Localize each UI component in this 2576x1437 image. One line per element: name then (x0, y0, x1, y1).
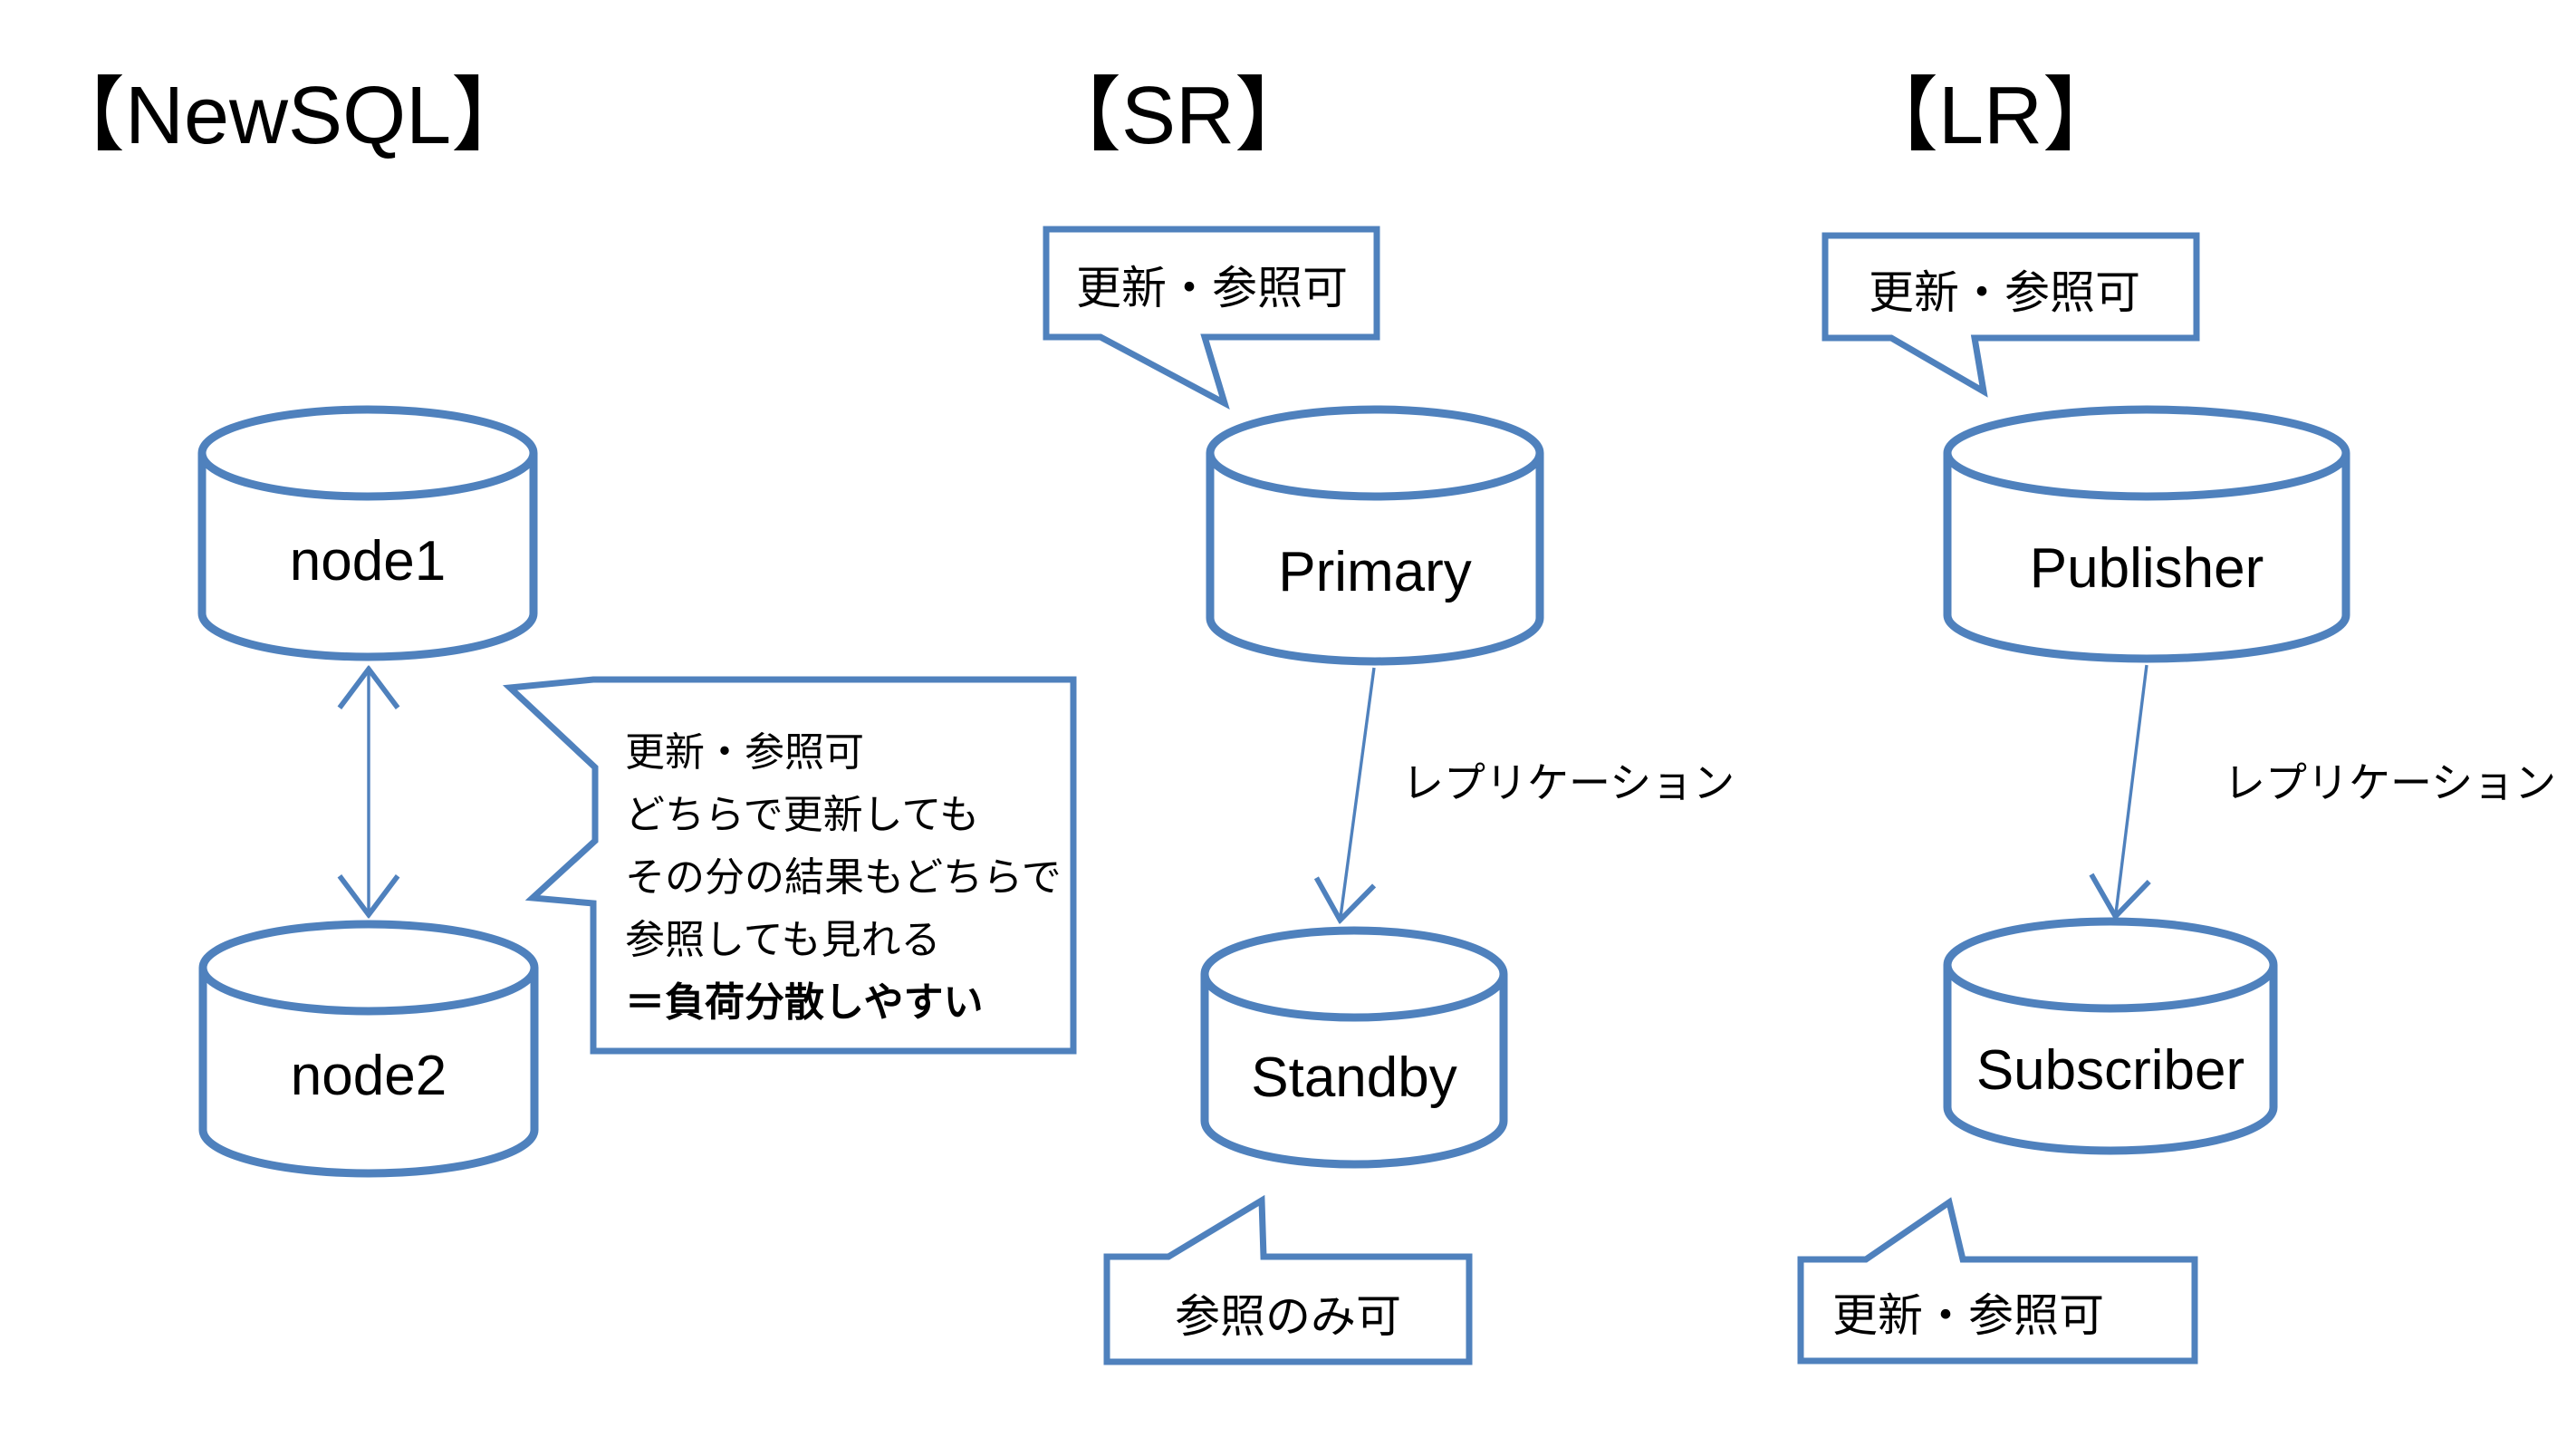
lr-section: 【LR】 更新・参照可 Publisher レプリケーション Subscribe… (1797, 71, 2556, 1365)
newsql-callout-line: どちらで更新しても (625, 793, 979, 837)
lr-top-callout: 更新・参照可 (1821, 232, 2200, 398)
standby-cylinder-body (1200, 974, 1508, 1169)
newsql-callout: 更新・参照可 どちらで更新しても その分の結果もどちらで 参照しても見れる ＝負… (502, 676, 1077, 1055)
primary-cylinder-body (1206, 453, 1544, 666)
sr-top-callout: 更新・参照可 (1043, 226, 1380, 410)
sr-replication-arrow (1341, 667, 1374, 917)
publisher-label: Publisher (2030, 537, 2264, 600)
primary-label: Primary (1278, 541, 1472, 603)
sr-bottom-callout-label: 参照のみ可 (1175, 1291, 1401, 1342)
subscriber-cylinder: Subscriber (1943, 917, 2278, 1155)
publisher-cylinder-top (1943, 405, 2350, 501)
newsql-title: 【NewSQL】 (43, 71, 533, 161)
lr-top-callout-label: 更新・参照可 (1869, 267, 2140, 318)
newsql-callout-line: その分の結果もどちらで (625, 855, 1062, 900)
lr-replication-arrow (2116, 664, 2147, 913)
sr-top-callout-label: 更新・参照可 (1076, 263, 1348, 313)
node1-label: node1 (290, 530, 446, 593)
node1-cylinder: node1 (197, 405, 538, 661)
lr-bottom-callout-label: 更新・参照可 (1832, 1290, 2104, 1341)
subscriber-label: Subscriber (1976, 1039, 2244, 1102)
sr-replication-label: レプリケーション (1402, 759, 1735, 806)
sr-top-callout-shape (1043, 226, 1380, 410)
primary-cylinder-top (1206, 405, 1544, 501)
sr-bottom-callout-shape (1103, 1194, 1473, 1365)
newsql-callout-shape (502, 676, 1077, 1055)
node2-label: node2 (291, 1045, 447, 1107)
sr-bottom-callout: 参照のみ可 (1103, 1194, 1473, 1365)
standby-cylinder: Standby (1200, 926, 1508, 1169)
node2-cylinder: node2 (198, 920, 539, 1178)
lr-replication-label: レプリケーション (2224, 759, 2556, 806)
subscriber-cylinder-top (1943, 917, 2278, 1013)
newsql-callout-line-emphasis: ＝負荷分散しやすい (625, 980, 984, 1025)
publisher-cylinder: Publisher (1943, 405, 2350, 663)
sr-section: 【SR】 更新・参照可 Primary レプリケーション Standby 参照の… (1040, 71, 1735, 1365)
newsql-callout-line: 参照しても見れる (625, 918, 940, 962)
publisher-cylinder-body (1943, 453, 2350, 663)
lr-title: 【LR】 (1857, 71, 2124, 161)
lr-bottom-callout-shape (1797, 1197, 2198, 1365)
newsql-callout-line: 更新・参照可 (625, 730, 864, 775)
lr-bottom-callout: 更新・参照可 (1797, 1197, 2198, 1365)
primary-cylinder: Primary (1206, 405, 1544, 666)
subscriber-cylinder-body (1943, 965, 2278, 1155)
standby-cylinder-top (1200, 926, 1508, 1022)
node2-cylinder-body (198, 968, 539, 1178)
node1-cylinder-top (197, 405, 538, 501)
standby-label: Standby (1251, 1046, 1457, 1109)
lr-top-callout-shape (1821, 232, 2200, 398)
newsql-section: 【NewSQL】 node1 node2 更新・参照可 どちらで更新しても その… (43, 71, 1077, 1178)
node1-cylinder-body (197, 453, 538, 661)
sr-title: 【SR】 (1040, 71, 1316, 161)
node2-cylinder-top (198, 920, 539, 1016)
